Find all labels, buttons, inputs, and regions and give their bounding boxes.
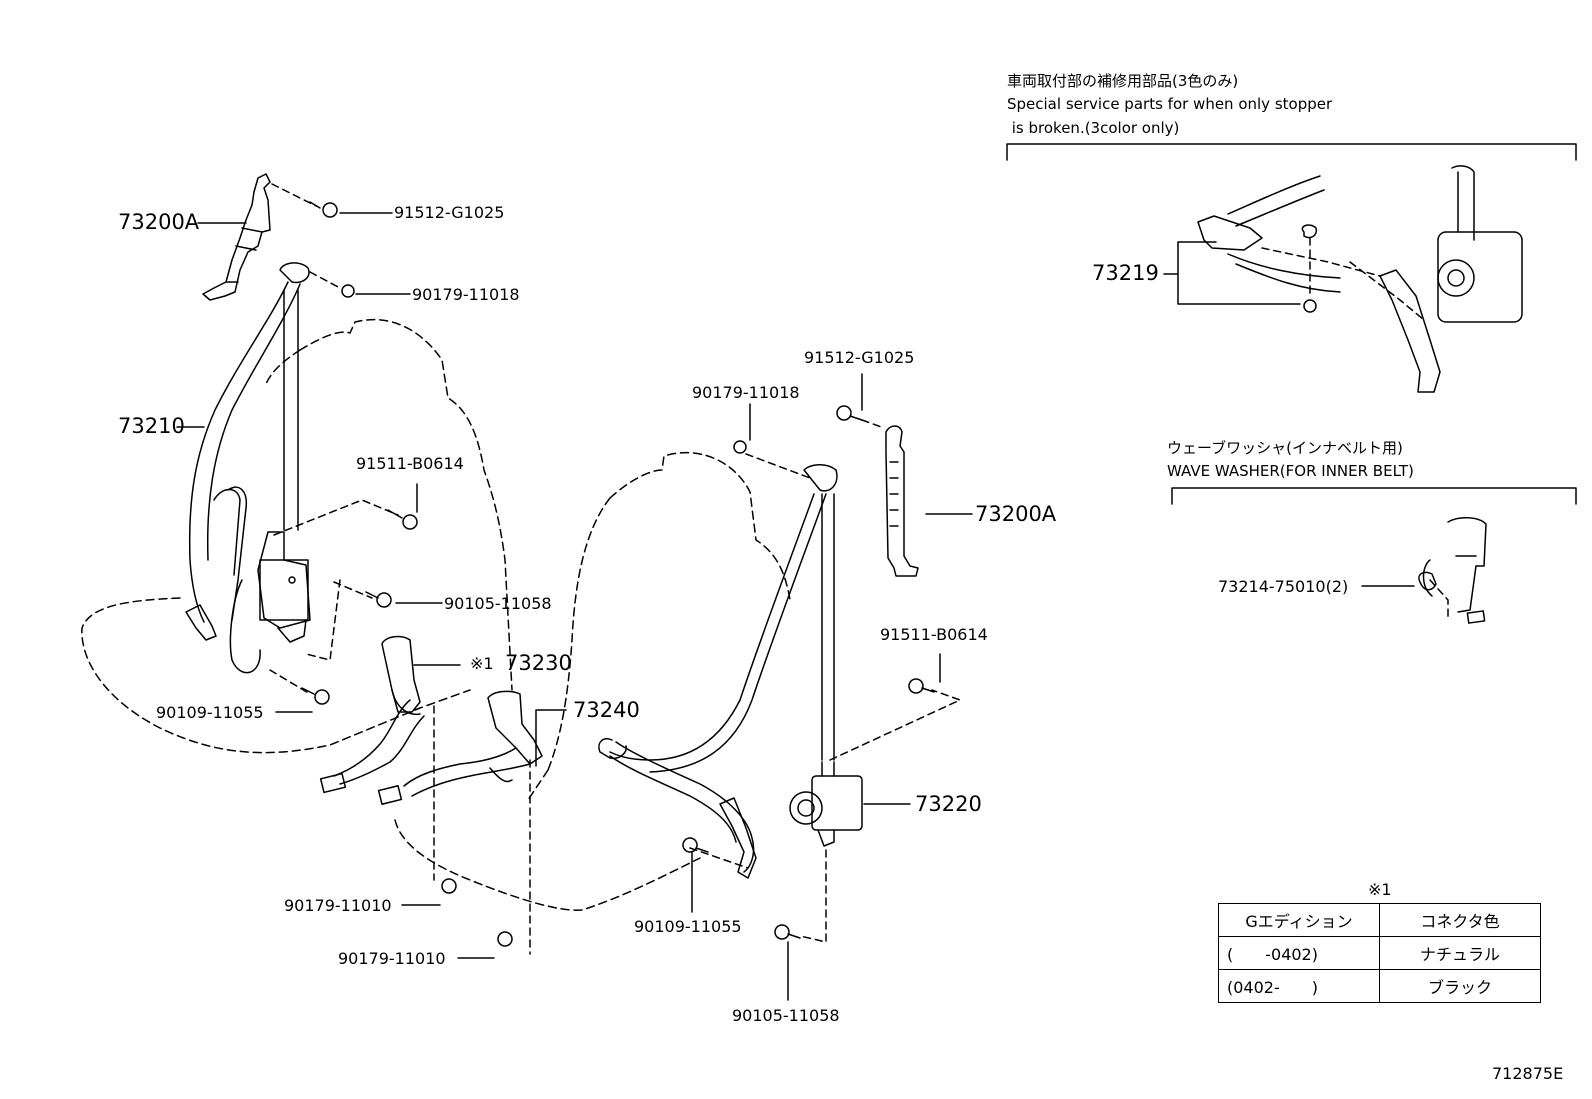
- table-cell: ( -0402): [1218, 936, 1380, 970]
- right-seatbelt: [598, 464, 838, 879]
- service-part-leaders: [1261, 237, 1425, 321]
- right-retractor: [789, 761, 863, 847]
- right-retractor-lower-bolt: [774, 924, 801, 940]
- table-header-cell: コネクタ色: [1379, 903, 1541, 937]
- label-right-lower-bolt: 90105-11058: [732, 1006, 840, 1025]
- label-wave-washer: 73214-75010(2): [1218, 577, 1349, 596]
- buckle-mount-leaders: [433, 705, 531, 955]
- table-cell: (0402- ): [1218, 969, 1380, 1003]
- edition-connector-table: Gエディション コネクタ色 ( -0402) ナチュラル (0402- ) ブラ…: [1218, 903, 1541, 1003]
- label-left-lower-bolt: 90109-11055: [156, 703, 264, 722]
- label-buckle-nut-1: 90179-11010: [284, 896, 392, 915]
- label-left-guide-nut: 90179-11018: [412, 285, 520, 304]
- left-seatbelt: [185, 262, 310, 641]
- table-row: ( -0402) ナチュラル: [1218, 936, 1541, 970]
- service-part-bracket-line: [1006, 143, 1577, 161]
- table-cell: ナチュラル: [1379, 936, 1541, 970]
- wave-washer-leader: [1429, 579, 1449, 621]
- right-seat-outline: [394, 451, 791, 911]
- outer-buckle: [319, 635, 425, 794]
- label-lower-mid-bolt: 90105-11058: [444, 594, 552, 613]
- label-right-anchor: 73200A: [975, 502, 1057, 526]
- diagram-id: 712875E: [1492, 1064, 1564, 1083]
- buckle-nut-2: [497, 931, 513, 947]
- left-anchor-bolt-leader: [271, 183, 317, 207]
- service-part-drawing: [1197, 165, 1523, 393]
- service-part-callout-bracket: [1163, 241, 1301, 305]
- right-anchor-bolt: [836, 405, 863, 421]
- label-right-anchor-bolt: 91512-G1025: [804, 348, 915, 367]
- right-belt-lower-bolt: [682, 837, 709, 853]
- service-note-en-1: Special service parts for when only stop…: [1007, 95, 1333, 113]
- wave-washer-drawing: [1422, 517, 1487, 624]
- left-retractor: [229, 531, 311, 674]
- table-row: (0402- ) ブラック: [1218, 969, 1541, 1003]
- left-retractor-leaders: [269, 499, 399, 695]
- table-marker: ※1: [1368, 880, 1392, 899]
- label-left-retractor-bolt: 91511-B0614: [356, 454, 464, 473]
- label-right-retractor: 73220: [915, 792, 982, 816]
- label-right-guide-nut: 90179-11018: [692, 383, 800, 402]
- service-part-washer: [1303, 299, 1317, 313]
- left-anchor-bracket: [202, 173, 271, 301]
- buckle-nut-1: [441, 878, 457, 894]
- label-left-anchor: 73200A: [118, 210, 200, 234]
- left-retractor-lower-bolt: [365, 591, 392, 608]
- right-anchor-bracket: [885, 425, 919, 577]
- inner-buckle: [377, 690, 543, 805]
- label-left-anchor-bolt: 91512-G1025: [394, 203, 505, 222]
- left-belt-guide-nut-leader: [309, 271, 341, 289]
- label-right-retractor-bolt: 91511-B0614: [880, 625, 988, 644]
- left-retractor-bolt: [387, 509, 418, 530]
- wave-washer-bracket-line: [1171, 487, 1577, 505]
- table-header-row: Gエディション コネクタ色: [1218, 903, 1541, 937]
- washer-note-jp: ウェーブワッシャ(インナベルト用): [1167, 439, 1403, 457]
- label-leaders: [176, 212, 1415, 1001]
- right-belt-guide-nut: [733, 440, 747, 454]
- label-marker-1: ※1: [470, 654, 494, 673]
- label-left-seatbelt: 73210: [118, 414, 185, 438]
- service-note-jp: 車両取付部の補修用部品(3色のみ): [1007, 72, 1239, 90]
- label-service-part: 73219: [1092, 261, 1159, 285]
- wave-washer-icon: [1418, 571, 1437, 591]
- right-retractor-leaders: [689, 689, 961, 943]
- left-belt-guide-nut: [341, 284, 355, 298]
- label-buckle-nut-2: 90179-11010: [338, 949, 446, 968]
- table-cell: ブラック: [1379, 969, 1541, 1003]
- right-anchor-leaders: [745, 419, 885, 479]
- washer-note-en: WAVE WASHER(FOR INNER BELT): [1167, 462, 1414, 480]
- table-header-cell: Gエディション: [1218, 903, 1380, 937]
- left-seat-outline: [81, 318, 513, 754]
- label-inner-buckle: 73240: [573, 698, 640, 722]
- right-retractor-bolt: [908, 678, 935, 694]
- label-center-lower-bolt: 90109-11055: [634, 917, 742, 936]
- left-belt-lower-bolt: [301, 687, 330, 705]
- label-outer-buckle: 73230: [505, 651, 572, 675]
- service-note-en-2: is broken.(3color only): [1007, 119, 1180, 137]
- left-anchor-bolt: [309, 201, 338, 218]
